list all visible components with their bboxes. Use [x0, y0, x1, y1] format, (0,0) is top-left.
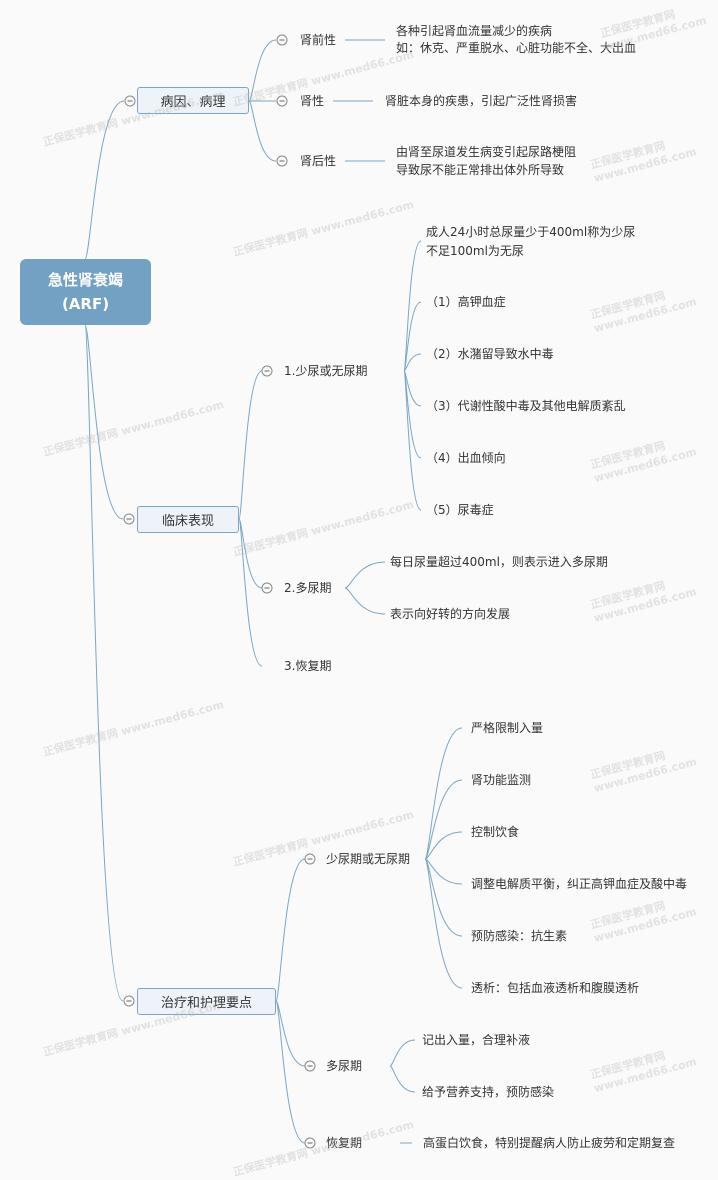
connector	[84, 324, 124, 520]
leaf-text: 透析：包括血液透析和腹膜透析	[471, 981, 640, 995]
connector	[389, 1039, 416, 1067]
collapse-icon[interactable]	[123, 513, 135, 525]
connector	[248, 100, 277, 162]
connector	[403, 240, 422, 372]
node-clinical[interactable]: 临床表现	[137, 506, 239, 533]
connector	[403, 370, 422, 459]
leaf-text: 各种引起肾血流量减少的疾病	[396, 24, 553, 38]
collapse-icon[interactable]	[276, 34, 288, 46]
leaf-text: 不足100ml为无尿	[426, 244, 524, 258]
root-title: 急性肾衰竭	[47, 271, 123, 289]
leaf-text: 肾功能监测	[471, 773, 532, 787]
leaf-text: 高蛋白饮食，特别提醒病人防止疲劳和定期复查	[423, 1136, 676, 1150]
node-recovery-phase[interactable]: 3.恢复期	[284, 659, 332, 673]
leaf-text: （3）代谢性酸中毒及其他电解质紊乱	[426, 399, 626, 413]
collapse-icon[interactable]	[261, 365, 273, 377]
connector	[275, 1000, 306, 1067]
leaf-text: 给予营养支持，预防感染	[422, 1085, 555, 1099]
leaf-text: （5）尿毒症	[426, 503, 494, 517]
node-oliguria-care[interactable]: 少尿期或无尿期	[326, 852, 411, 866]
connector	[403, 370, 422, 511]
connector	[424, 727, 463, 860]
collapse-icon[interactable]	[123, 995, 135, 1007]
connector	[424, 858, 463, 937]
leaf-text: 严格限制入量	[471, 721, 544, 735]
node-polyuria-care[interactable]: 多尿期	[326, 1059, 363, 1073]
collapse-icon[interactable]	[276, 95, 288, 107]
connector	[238, 518, 263, 667]
leaf-text: 表示向好转的方向发展	[390, 607, 511, 621]
connector	[275, 1000, 306, 1144]
collapse-icon[interactable]	[124, 95, 136, 107]
connector	[238, 370, 263, 520]
connector	[403, 353, 422, 372]
leaf-text: 成人24小时总尿量少于400ml称为少尿	[426, 225, 636, 239]
connector	[424, 858, 463, 885]
leaf-text: （2）水潴留导致水中毒	[426, 347, 554, 361]
connector	[248, 39, 277, 102]
connector	[84, 324, 124, 1002]
connector	[389, 1065, 416, 1093]
connector	[344, 587, 386, 615]
connector	[424, 831, 463, 860]
connector	[344, 561, 386, 589]
node-oliguria-phase[interactable]: 1.少尿或无尿期	[284, 364, 368, 378]
node-postrenal[interactable]: 肾后性	[300, 154, 337, 168]
connector	[275, 858, 306, 1002]
collapse-icon[interactable]	[304, 853, 316, 865]
leaf-text: 由肾至尿道发生病变引起尿路梗阻	[396, 145, 577, 159]
connector	[424, 779, 463, 860]
leaf-text: 调整电解质平衡，纠正高钾血症及酸中毒	[471, 877, 688, 891]
collapse-icon[interactable]	[304, 1137, 316, 1149]
node-etiology[interactable]: 病因、病理	[137, 87, 249, 114]
collapse-icon[interactable]	[304, 1060, 316, 1072]
leaf-text: 每日尿量超过400ml，则表示进入多尿期	[390, 555, 608, 569]
leaf-text: 预防感染：抗生素	[471, 929, 568, 943]
node-polyuria-phase[interactable]: 2.多尿期	[284, 581, 332, 595]
leaf-text: 导致尿不能正常排出体外所导致	[396, 163, 565, 177]
leaf-text: （1）高钾血症	[426, 295, 506, 309]
leaf-text: 控制饮食	[471, 825, 520, 839]
node-treatment[interactable]: 治疗和护理要点	[137, 988, 276, 1015]
connector	[403, 301, 422, 372]
leaf-text: 记出入量，合理补液	[422, 1033, 531, 1047]
connector	[84, 100, 125, 260]
leaf-text: 如：休克、严重脱水、心脏功能不全、大出血	[396, 41, 637, 55]
root-subtitle: (ARF)	[61, 295, 110, 313]
node-recovery-care[interactable]: 恢复期	[326, 1136, 363, 1150]
root-node[interactable]: 急性肾衰竭 (ARF)	[20, 259, 151, 325]
connector	[424, 858, 463, 989]
collapse-icon[interactable]	[276, 155, 288, 167]
node-prerenal[interactable]: 肾前性	[300, 33, 337, 47]
leaf-text: （4）出血倾向	[426, 451, 506, 465]
leaf-text: 肾脏本身的疾患，引起广泛性肾损害	[385, 94, 578, 108]
node-renal[interactable]: 肾性	[300, 94, 325, 108]
connector	[238, 518, 263, 589]
collapse-icon[interactable]	[261, 582, 273, 594]
